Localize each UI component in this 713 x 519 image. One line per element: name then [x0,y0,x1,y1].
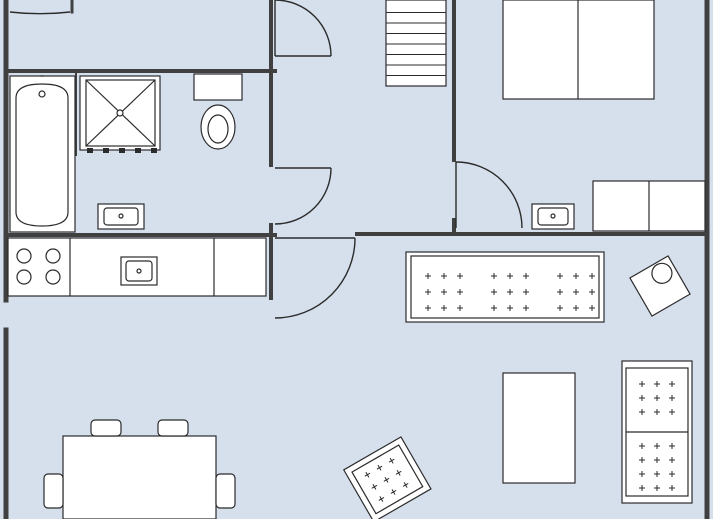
cushion-tuft [491,289,497,295]
cushion-tuft [425,305,431,311]
shower-foot [135,148,141,153]
two-seat-sofa [621,360,693,504]
cushion-tuft [364,471,371,478]
cushion-tuft [388,457,395,464]
toilet [193,73,243,150]
cushion-tuft [639,443,645,449]
cushion-tuft [371,484,378,490]
dining-table [62,435,217,519]
side-table [629,255,691,317]
cushion-tuft [639,409,645,415]
cushion-tuft [557,289,563,295]
doors [9,0,523,319]
cushion-tuft [639,381,645,387]
washbasin-bedroom [531,203,575,230]
cushion-tuft [402,482,409,488]
wardrobe [592,180,706,232]
shower [79,75,161,153]
cushion-tuft [390,489,397,495]
cushion-tuft [491,305,497,311]
cushion-tuft [654,409,660,415]
cushion-tuft [425,273,431,279]
cushion-tuft [457,273,463,279]
cushion-tuft [507,305,513,311]
cushion-tuft [639,395,645,401]
cushion-tuft [639,485,645,491]
cushion-tuft [589,289,595,295]
cushion-tuft [557,273,563,279]
cushion-tuft [654,395,660,401]
cushion-tuft [573,305,579,311]
kitchen-sink [120,256,158,286]
cushion-tuft [589,273,595,279]
dining-chairs [43,419,236,509]
shower-foot [119,148,125,153]
shower-foot [151,148,157,153]
cushion-tuft [654,443,660,449]
cushion-tuft [557,305,563,311]
cushion-tuft [441,273,447,279]
cushion-tuft [654,485,660,491]
coffee-table [502,372,576,484]
cushion-tuft [395,470,402,476]
walls [3,0,710,519]
cushion-tuft [441,289,447,295]
cushion-tuft [441,305,447,311]
cushion-tuft [457,305,463,311]
cushion-tuft [639,471,645,477]
cushion-tuft [383,477,390,483]
cushion-tuft [376,464,383,471]
cushion-tuft [654,471,660,477]
cushion-tuft [523,305,529,311]
cushion-tuft [589,305,595,311]
cushion-tuft [669,443,675,449]
cushion-tuft [523,289,529,295]
shower-foot [87,148,93,153]
cushion-tuft [669,395,675,401]
double-bed [502,0,655,100]
cushion-tuft [654,381,660,387]
cushion-tuft [491,273,497,279]
cushion-tuft [457,289,463,295]
cushion-tuft [654,457,660,463]
cushion-tuft [669,381,675,387]
staircase [385,0,447,87]
cushion-tuft [573,273,579,279]
cushion-tuft [669,471,675,477]
sofa [405,251,605,323]
cushion-tuft [523,273,529,279]
cushion-tuft [669,409,675,415]
bathtub [9,75,76,233]
cushion-tuft [425,289,431,295]
cushion-tuft [639,457,645,463]
stove [16,248,61,285]
cushion-tuft [573,289,579,295]
shower-foot [103,148,109,153]
cushion-tuft [507,273,513,279]
cushion-tuft [378,496,385,502]
armchair [342,436,432,519]
washbasin-bathroom [97,203,145,230]
cushion-tuft [507,289,513,295]
cushion-tuft [669,485,675,491]
cushion-tuft [669,457,675,463]
